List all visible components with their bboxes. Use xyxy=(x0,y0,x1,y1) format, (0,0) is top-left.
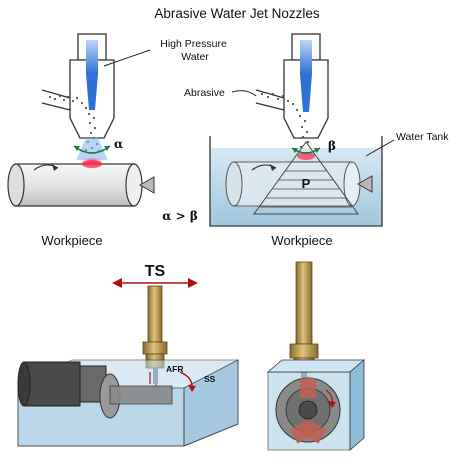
machine-setup-end xyxy=(266,261,366,451)
workpiece-right-label: Workpiece xyxy=(271,233,332,248)
high-pressure-line-1: High Pressure xyxy=(160,38,227,50)
high-pressure-water-leader xyxy=(103,49,151,67)
afr-label: AFR xyxy=(166,364,183,374)
figure-title: Abrasive Water Jet Nozzles xyxy=(154,6,320,21)
machine-setup-side xyxy=(17,278,239,447)
abrasive-label: Abrasive xyxy=(184,87,225,99)
workpiece-left-label: Workpiece xyxy=(41,233,102,248)
water-tank-leader xyxy=(365,139,395,157)
abrasive-leader xyxy=(231,90,257,97)
left-nozzle xyxy=(41,33,115,169)
high-pressure-water-label: High Pressure Water xyxy=(160,38,229,63)
alpha-label: α xyxy=(114,137,123,151)
water-tank xyxy=(209,136,383,227)
left-workpiece-cylinder xyxy=(7,160,155,207)
beta-label: β xyxy=(328,139,336,153)
ss-label: SS xyxy=(204,374,216,384)
water-tank-label: Water Tank xyxy=(396,131,449,143)
right-nozzle xyxy=(255,33,329,149)
pressure-label: P xyxy=(302,176,311,191)
ts-label: TS xyxy=(145,263,166,280)
alpha-beta-relation: α > β xyxy=(162,209,198,223)
high-pressure-line-2: Water xyxy=(181,51,209,63)
